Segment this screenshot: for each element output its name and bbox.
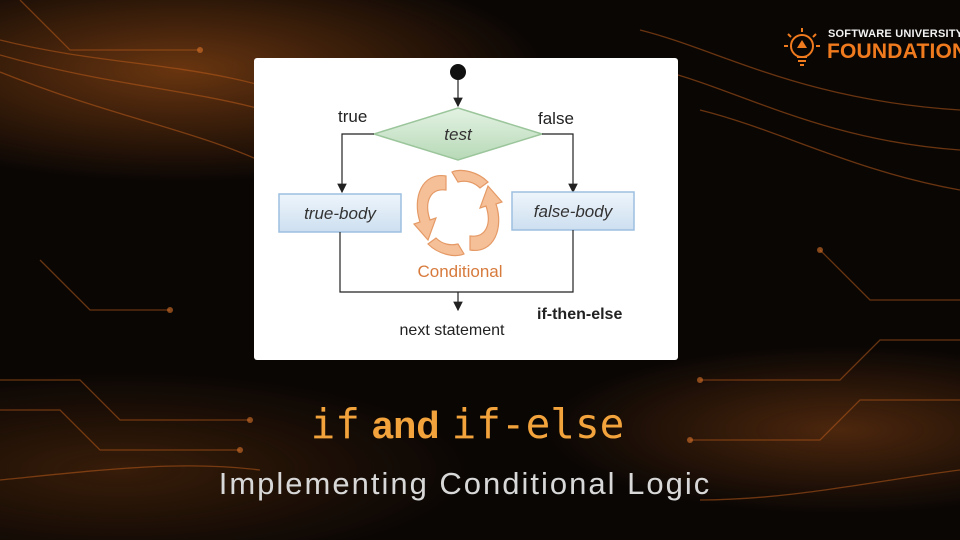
false-body-box	[511, 191, 635, 231]
title-and: and	[372, 405, 440, 447]
false-label: false	[538, 109, 574, 128]
construct-label: if-then-else	[537, 306, 622, 323]
center-label: Conditional	[417, 262, 502, 281]
next-statement-label: next statement	[400, 322, 506, 339]
start-node-icon	[450, 64, 466, 80]
logo-line2: FOUNDATION	[827, 40, 960, 63]
title-keyword-if-else: if-else	[451, 400, 625, 448]
slide-subtitle: Implementing Conditional Logic	[218, 466, 712, 501]
title-keyword-if: if	[310, 400, 360, 448]
decision-diamond	[371, 107, 545, 161]
flowchart-card: test true false true-body false-body Con…	[254, 58, 678, 360]
logo-line1: SOFTWARE UNIVERSITY	[828, 28, 960, 40]
software-university-logo[interactable]: SOFTWARE UNIVERSITY FOUNDATION	[782, 18, 960, 72]
false-body-label: false-body	[534, 202, 614, 221]
lightbulb-icon	[784, 28, 820, 66]
circular-arrows-icon	[412, 169, 504, 257]
true-label: true	[338, 107, 367, 126]
decision-label: test	[444, 125, 473, 144]
flowchart: test true false true-body false-body Con…	[278, 64, 635, 339]
true-body-label: true-body	[304, 204, 377, 223]
true-body-box	[278, 193, 402, 233]
